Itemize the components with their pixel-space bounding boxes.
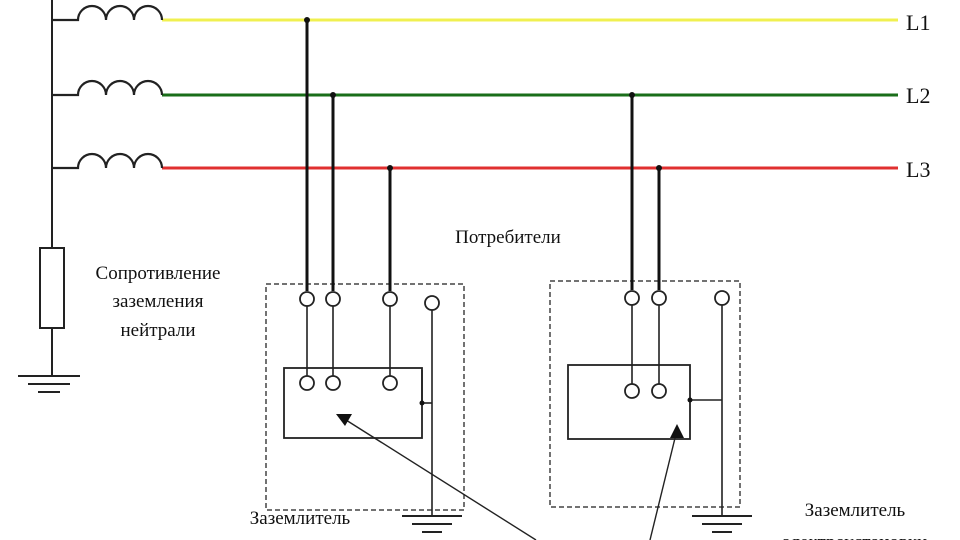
- phase-label-l2: L2: [906, 83, 930, 108]
- junction-dot: [419, 400, 425, 406]
- grounding-label-left: Заземлитель: [250, 508, 351, 529]
- consumer-2-pe-wire: [690, 305, 723, 516]
- pointer-arrow-left-head: [336, 414, 352, 426]
- junction-dot: [656, 165, 662, 171]
- pointer-arrow-right-head: [670, 424, 684, 438]
- consumer-1-top-terminals: [299, 291, 440, 311]
- consumer-1-enclosure: [265, 283, 465, 511]
- consumer-2-load: [567, 364, 691, 440]
- consumer-1-internal-wires: [306, 306, 391, 376]
- neutral-resistor: [39, 247, 65, 329]
- junction-dot: [330, 92, 336, 98]
- winding-coil-2: [52, 79, 164, 97]
- consumer-2-load-terminals: [624, 383, 667, 399]
- consumer-1-load-terminals: [299, 375, 398, 391]
- consumer-1-ground-icon: [402, 515, 462, 533]
- grounding-label-right-2: электроустановки: [783, 532, 927, 540]
- grounding-label-right-1: Заземлитель: [805, 500, 906, 521]
- junction-dot: [687, 397, 693, 403]
- neutral-resistance-label-3: нейтрали: [120, 320, 195, 341]
- consumer-2-top-terminals: [624, 290, 730, 306]
- neutral-ground-icon: [18, 375, 80, 393]
- phase-label-l3: L3: [906, 157, 930, 182]
- pointer-arrow-right-line: [649, 433, 677, 540]
- consumer-2-ground-icon: [692, 515, 752, 533]
- consumer-2-enclosure: [549, 280, 741, 508]
- pointer-arrow-left-line: [345, 419, 537, 540]
- junction-dot: [304, 17, 310, 23]
- phase-label-l1: L1: [906, 10, 930, 35]
- winding-coil-1: [52, 4, 164, 22]
- neutral-resistance-label-2: заземления: [113, 291, 204, 312]
- consumer-2-internal-wires: [631, 305, 660, 384]
- winding-coil-3: [52, 152, 164, 170]
- consumers-label: Потребители: [455, 227, 561, 248]
- junction-dot: [629, 92, 635, 98]
- neutral-resistance-label-1: Сопротивление: [96, 263, 221, 284]
- junction-dot: [387, 165, 393, 171]
- consumer-1-pe-wire: [421, 310, 433, 516]
